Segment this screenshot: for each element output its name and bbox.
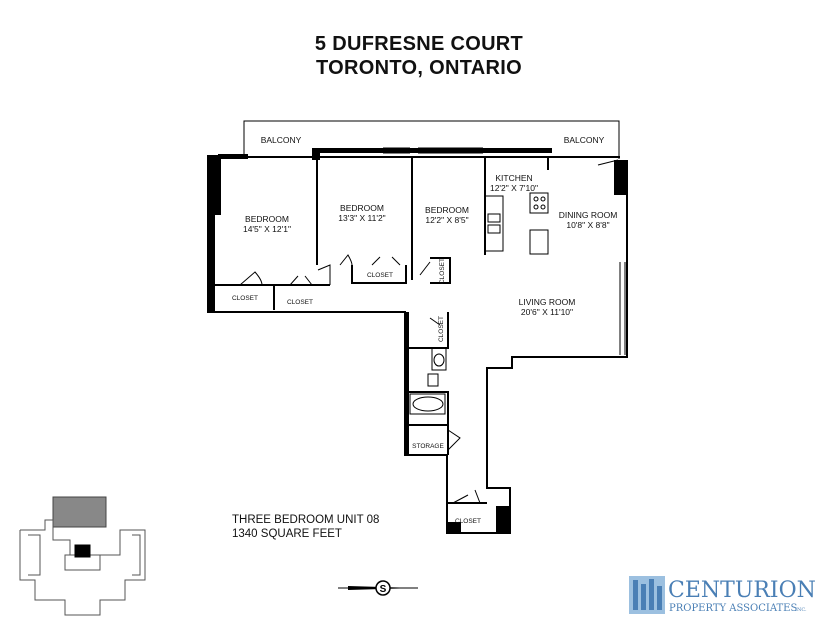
bedroom2-dims: 13'3" X 11'2" xyxy=(338,213,385,223)
unit-area: 1340 SQUARE FEET xyxy=(232,528,342,540)
closet-label-e: CLOSET xyxy=(438,316,445,342)
unit-info: THREE BEDROOM UNIT 08 1340 SQUARE FEET xyxy=(232,513,379,541)
interior-walls xyxy=(215,157,549,504)
kitchen-counters xyxy=(484,192,549,255)
sink-right xyxy=(487,224,501,234)
closet-label-a: CLOSET xyxy=(232,295,258,302)
compass-letter: S xyxy=(380,584,387,595)
closet-label-f: CLOSET xyxy=(455,518,481,525)
key-plan xyxy=(19,496,146,616)
balcony-label-right: BALCONY xyxy=(564,135,605,145)
living-name: LIVING ROOM xyxy=(519,297,576,307)
thick-walls xyxy=(207,148,628,534)
windows xyxy=(383,147,626,355)
living-dims: 20'6" X 11'10" xyxy=(521,307,573,317)
fridge xyxy=(529,229,549,255)
dining-name: DINING ROOM xyxy=(559,210,618,220)
balcony-outline xyxy=(243,120,620,159)
address-line-1: 5 DUFRESNE COURT xyxy=(314,33,524,55)
bedroom2-name: BEDROOM xyxy=(340,203,384,213)
unit-type: THREE BEDROOM UNIT 08 xyxy=(232,514,380,526)
company-logo: CENTURION PROPERTY ASSOCIATES INC. xyxy=(629,576,816,614)
bedroom1-dims: 14'5" X 12'1" xyxy=(243,224,291,234)
door-swings xyxy=(239,159,619,504)
closet-label-d: CLOSET xyxy=(439,258,446,284)
bedroom3-dims: 12'2" X 8'5" xyxy=(425,215,468,225)
closet-label-b: CLOSET xyxy=(287,299,313,306)
bedroom1-name: BEDROOM xyxy=(245,214,289,224)
logo-suffix: INC. xyxy=(795,607,807,613)
bathroom-fixtures xyxy=(409,347,447,415)
logo-name: CENTURION xyxy=(668,578,816,603)
kitchen-name: KITCHEN xyxy=(495,173,532,183)
closet-label-c: CLOSET xyxy=(367,272,393,279)
balcony-label-left: BALCONY xyxy=(261,135,302,145)
bedroom3-name: BEDROOM xyxy=(425,205,469,215)
address-line-2: TORONTO, ONTARIO xyxy=(316,57,522,79)
stove xyxy=(529,192,549,214)
sink-left xyxy=(487,213,501,223)
dining-dims: 10'8" X 8'8" xyxy=(566,220,609,230)
logo-tagline: PROPERTY ASSOCIATES xyxy=(669,603,797,614)
compass-icon: S xyxy=(338,580,418,596)
kitchen-dims: 12'2" X 7'10" xyxy=(490,183,538,193)
storage-label: STORAGE xyxy=(412,443,444,450)
